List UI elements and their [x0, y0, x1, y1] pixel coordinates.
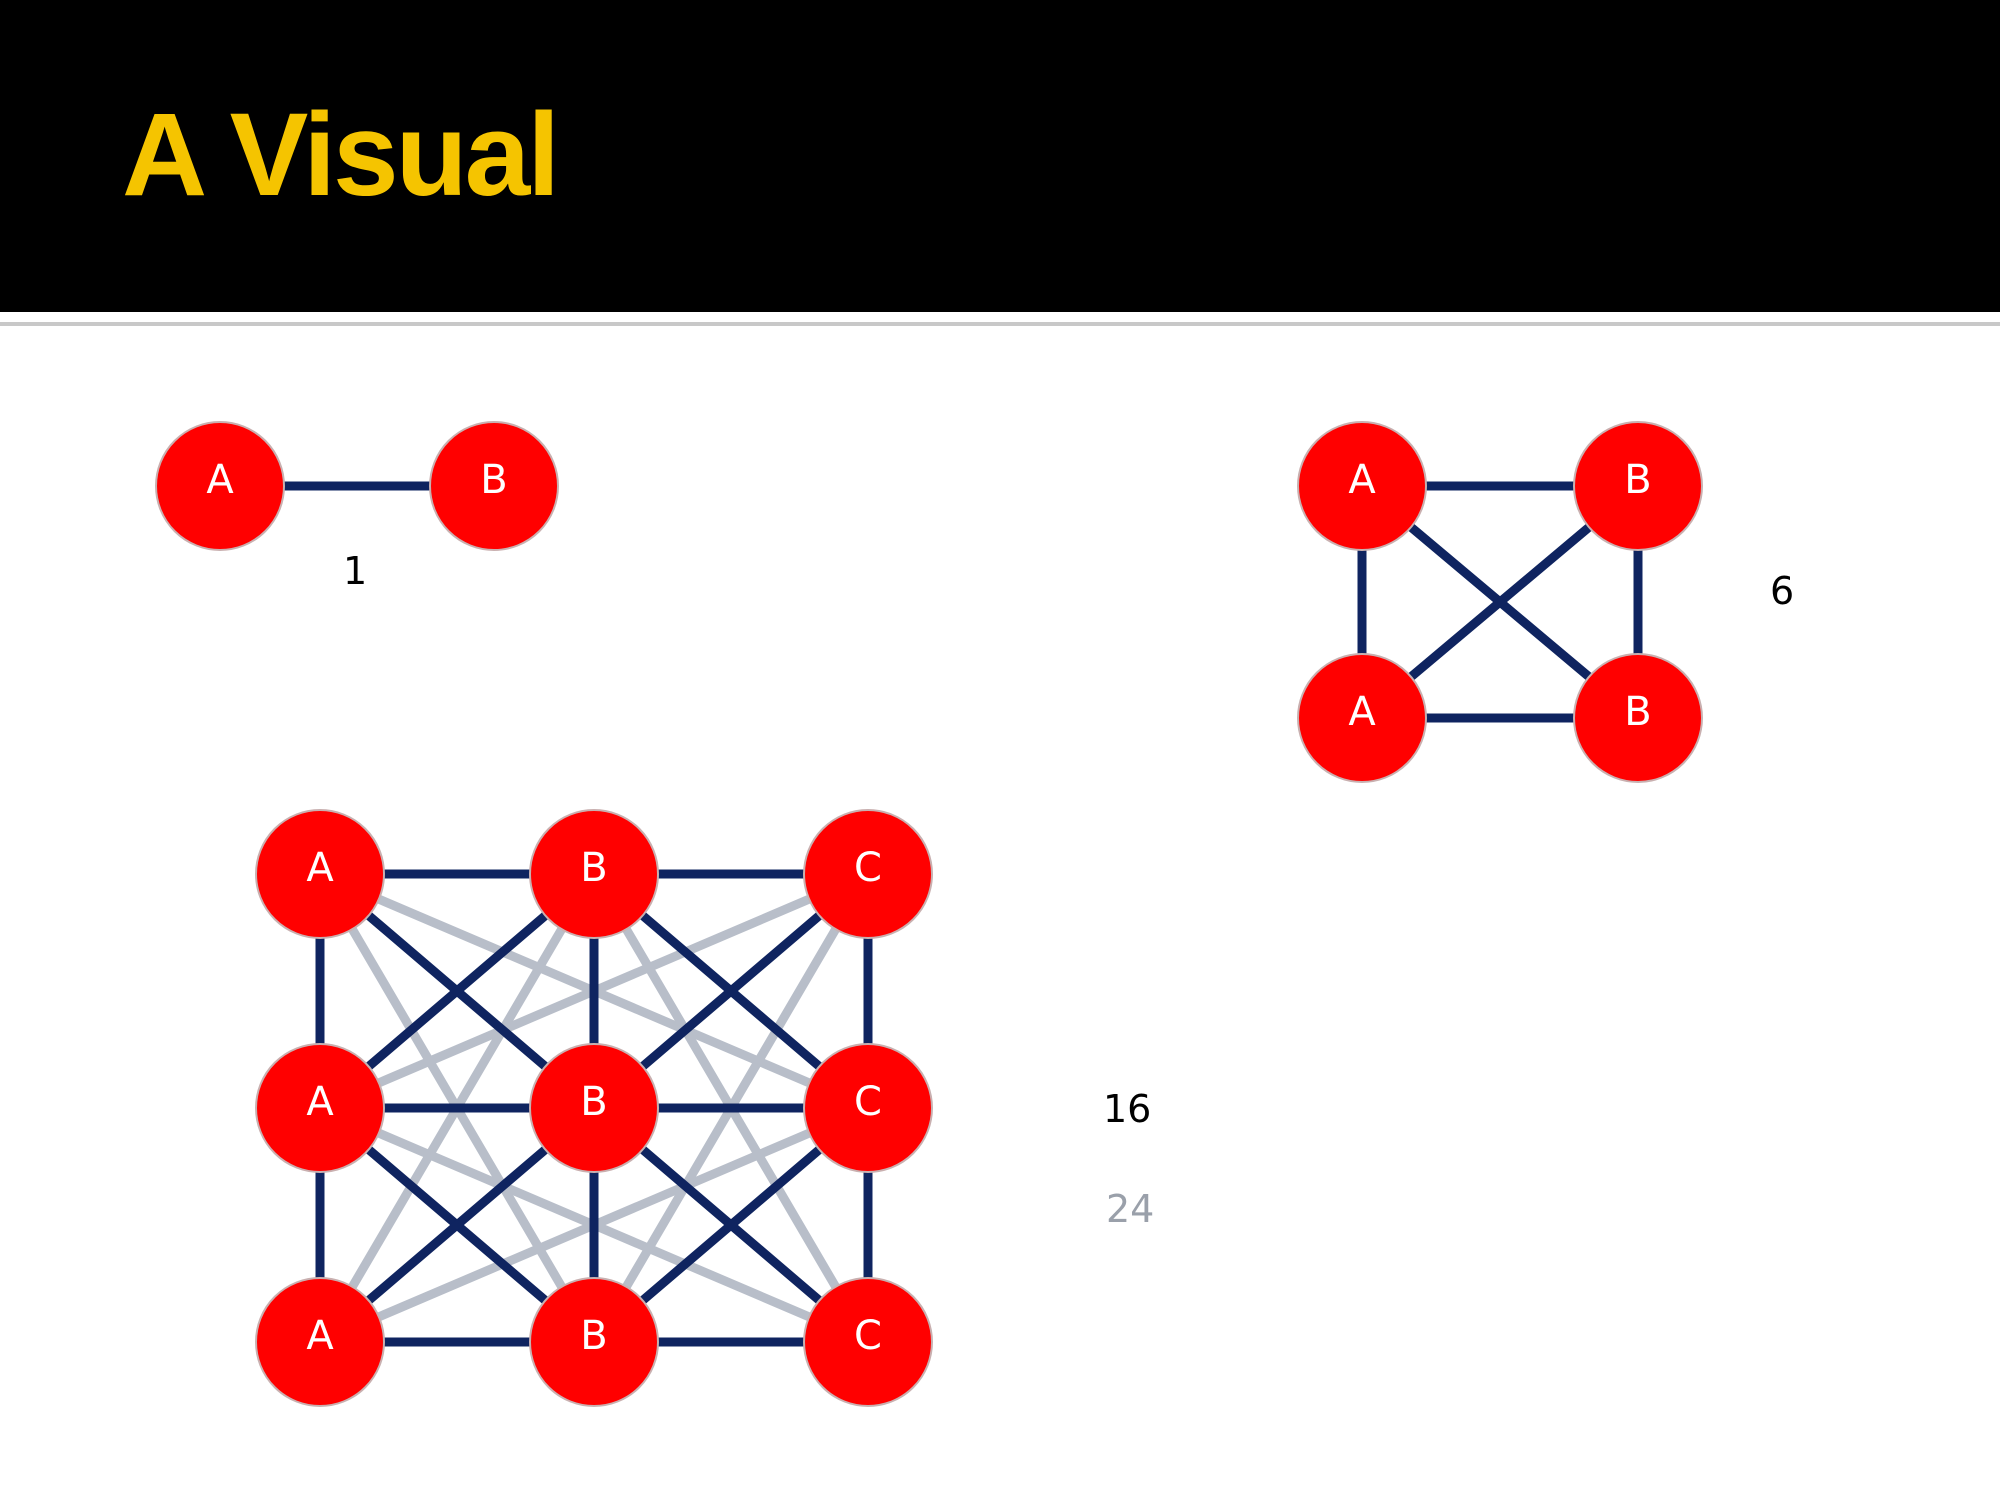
node-circle [803, 1277, 933, 1407]
primary-edges [215, 481, 1643, 1347]
node-label: A [306, 1313, 334, 1359]
node-circle [155, 421, 285, 551]
node-label: A [1348, 689, 1376, 735]
g1-node-b: B [429, 421, 559, 551]
node-circle [803, 809, 933, 939]
g3-node-5: C [803, 1043, 933, 1173]
g1-node-a: A [155, 421, 285, 551]
graph3-count-primary: 16 [1103, 1087, 1152, 1131]
slide-title: A Visual [122, 89, 560, 221]
g3-node-2: C [803, 809, 933, 939]
g3-node-1: B [529, 809, 659, 939]
node-label: A [306, 1079, 334, 1125]
node-label: C [854, 1313, 882, 1359]
node-circle [255, 809, 385, 939]
g3-node-7: B [529, 1277, 659, 1407]
node-circle [429, 421, 559, 551]
node-label: B [580, 845, 607, 891]
g2-node-1: B [1573, 421, 1703, 551]
node-circle [255, 1277, 385, 1407]
node-label: C [854, 1079, 882, 1125]
node-circle [1297, 421, 1427, 551]
node-label: A [206, 457, 234, 503]
g2-node-3: B [1573, 653, 1703, 783]
graph3-count-secondary: 24 [1106, 1187, 1155, 1231]
graph2-count: 6 [1770, 569, 1795, 613]
node-circle [803, 1043, 933, 1173]
node-label: B [580, 1079, 607, 1125]
g3-node-3: A [255, 1043, 385, 1173]
slide-header: A Visual [0, 0, 2000, 312]
header-divider [0, 322, 2000, 326]
graph-nodes: A B A B A B A B C A B C A B C [155, 421, 1703, 1407]
node-label: B [480, 457, 507, 503]
node-label: B [580, 1313, 607, 1359]
node-circle [1573, 653, 1703, 783]
node-label: C [854, 845, 882, 891]
node-circle [1573, 421, 1703, 551]
node-label: A [1348, 457, 1376, 503]
g3-node-0: A [255, 809, 385, 939]
node-label: B [1624, 689, 1651, 735]
node-label: A [306, 845, 334, 891]
node-circle [1297, 653, 1427, 783]
g3-node-4: B [529, 1043, 659, 1173]
graph1-count: 1 [343, 549, 368, 593]
node-circle [529, 809, 659, 939]
g2-node-0: A [1297, 421, 1427, 551]
g2-node-2: A [1297, 653, 1427, 783]
node-label: B [1624, 457, 1651, 503]
g3-node-6: A [255, 1277, 385, 1407]
node-circle [529, 1277, 659, 1407]
node-circle [529, 1043, 659, 1173]
g3-node-8: C [803, 1277, 933, 1407]
node-circle [255, 1043, 385, 1173]
